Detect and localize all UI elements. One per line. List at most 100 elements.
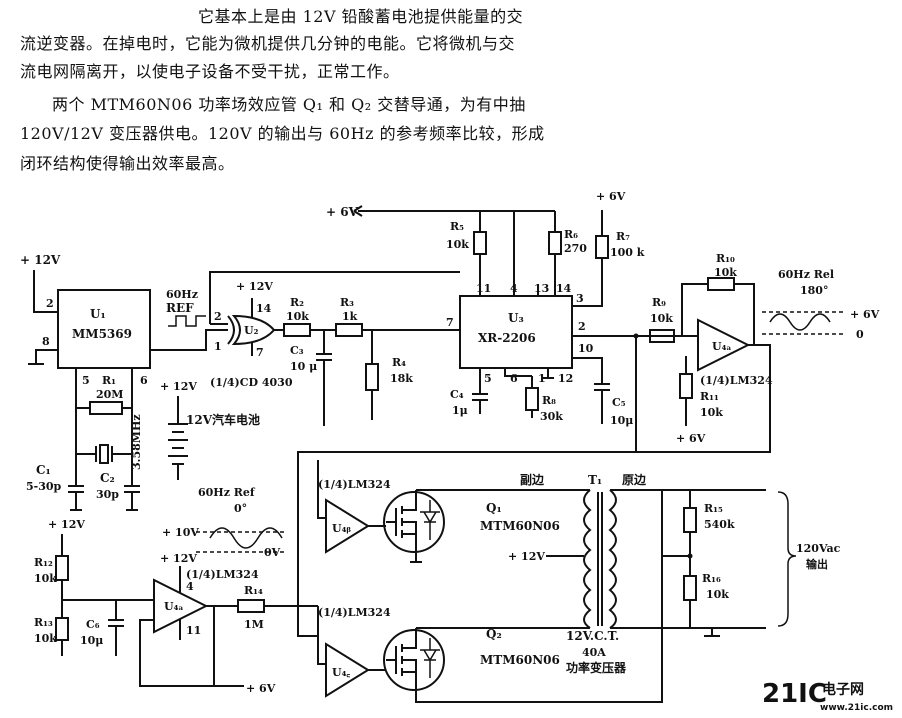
svg-text:6: 6 (140, 374, 148, 387)
svg-text:REF: REF (166, 301, 194, 315)
svg-text:2: 2 (46, 297, 54, 310)
svg-text:2: 2 (578, 320, 586, 333)
svg-text:原边: 原边 (622, 472, 647, 487)
u1-oscillator: + 12V U₁ MM5369 2 8 5 6 R₁ 20M 3.58MHz C… (20, 253, 151, 511)
output-divider: R₁₅ 540k R₁₆ 10k 120Vac 输出 (662, 490, 841, 637)
svg-text:21IC: 21IC (762, 679, 827, 709)
u4d-buffer: + 12V R₁₂ 10k R₁₃ 10k C₆ 10μ U₄ₐ + 12V 4… (34, 518, 318, 695)
svg-text:1μ: 1μ (452, 404, 468, 417)
svg-text:10μ: 10μ (80, 634, 103, 647)
svg-text:5: 5 (484, 372, 492, 385)
svg-text:+ 12V: + 12V (48, 518, 85, 531)
svg-text:30p: 30p (96, 488, 119, 501)
svg-text:40A: 40A (582, 646, 606, 659)
u2-xor-gate: 60Hz REF 2 1 U₂ + 12V 14 7 (1/4)CD 4030 (150, 271, 460, 389)
svg-text:R₅: R₅ (450, 220, 464, 233)
svg-text:R₁₂: R₁₂ (34, 556, 53, 569)
svg-text:180°: 180° (800, 284, 828, 297)
svg-text:60Hz Ref: 60Hz Ref (198, 486, 256, 499)
svg-text:11: 11 (476, 282, 491, 295)
para1-line1: 它基本上是由 12V 铅酸蓄电池提供能量的交 (198, 7, 524, 26)
filter-network: R₂ 10k R₃ 1k C₃ 10 μ R₄ 18k (274, 296, 460, 426)
supply-label: + 12V (20, 253, 61, 267)
svg-text:MTM60N06: MTM60N06 (480, 653, 560, 667)
svg-text:10: 10 (578, 342, 594, 355)
svg-text:1: 1 (538, 372, 546, 385)
svg-text:T₁: T₁ (588, 473, 602, 487)
svg-text:100 k: 100 k (610, 246, 645, 259)
svg-text:10k: 10k (706, 588, 729, 601)
para2-line1: 两个 MTM60N06 功率场效应管 Q₁ 和 Q₂ 交替导通，为有中抽 (52, 95, 526, 114)
u3-label: U₃ (508, 311, 524, 325)
svg-text:(1/4)LM324: (1/4)LM324 (318, 606, 391, 619)
svg-text:30k: 30k (540, 410, 563, 423)
u1-part: MM5369 (72, 327, 132, 341)
u3-part: XR-2206 (478, 331, 536, 345)
svg-text:功率变压器: 功率变压器 (566, 660, 627, 675)
svg-text:10 μ: 10 μ (290, 360, 317, 373)
r1-value: 20M (96, 388, 123, 401)
svg-text:R₈: R₈ (542, 394, 556, 407)
svg-text:C₅: C₅ (612, 396, 626, 409)
svg-text:(1/4)LM324: (1/4)LM324 (318, 478, 391, 491)
svg-text:C₃: C₃ (290, 344, 304, 357)
para2-line2: 120V/12V 变压器供电。120V 的输出与 60Hz 的参考频率比较，形成 (20, 124, 545, 143)
power-stage: (1/4)LM324 (1/4)LM324 U₄ᵦ U₄꜀ Q₁ MTM60N0… (297, 451, 770, 703)
svg-text:(1/4)LM324: (1/4)LM324 (700, 374, 773, 387)
svg-text:R₁₄: R₁₄ (244, 584, 263, 597)
svg-text:60Hz Rel: 60Hz Rel (778, 268, 834, 281)
svg-text:+ 6V: + 6V (676, 432, 706, 445)
svg-text:10k: 10k (286, 310, 309, 323)
battery-label: 12V汽车电池 (186, 412, 260, 427)
svg-text:+ 6V: + 6V (850, 308, 880, 321)
svg-text:0: 0 (856, 328, 864, 341)
svg-text:0°: 0° (234, 502, 247, 515)
svg-text:R₃: R₃ (340, 296, 354, 309)
watermark-logo: 21IC 电子网 www.21ic.com (762, 679, 893, 713)
svg-text:12: 12 (558, 372, 573, 385)
svg-text:C₆: C₆ (86, 618, 100, 631)
u4d-label: U₄ₐ (164, 600, 184, 613)
u3-function-generator: + 6V R₅ 10k R₆ 270 + 6V R₇ 100 k U₃ XR-2… (326, 190, 682, 427)
svg-text:R₁₃: R₁₃ (34, 616, 53, 629)
u2-label: U₂ (244, 324, 259, 337)
para1-line2: 流逆变器。在掉电时，它能为微机提供几分钟的电能。它将微机与交 (20, 34, 516, 53)
ref-sine: 60Hz Ref 0° + 10V 0V (162, 486, 284, 559)
u1-label: U₁ (90, 307, 106, 321)
svg-text:1: 1 (214, 340, 222, 353)
svg-text:R₆: R₆ (564, 228, 578, 241)
svg-text:C₁: C₁ (36, 463, 51, 477)
svg-text:10k: 10k (714, 266, 737, 279)
svg-text:3: 3 (576, 292, 584, 305)
battery-12v: + 12V 12V汽车电池 (160, 380, 260, 480)
svg-text:1M: 1M (244, 618, 264, 631)
svg-text:270: 270 (564, 242, 587, 255)
svg-text:+ 10V: + 10V (162, 526, 199, 539)
svg-text:R₄: R₄ (392, 356, 406, 369)
svg-text:+ 6V: + 6V (326, 205, 359, 219)
svg-text:14: 14 (256, 302, 272, 315)
svg-text:5: 5 (82, 374, 90, 387)
svg-text:10k: 10k (650, 312, 673, 325)
u4a-label: U₄ₐ (712, 340, 732, 353)
svg-text:5-30p: 5-30p (26, 480, 62, 493)
u2-part: (1/4)CD 4030 (210, 376, 293, 389)
svg-text:4: 4 (510, 282, 518, 295)
svg-text:C₂: C₂ (100, 471, 115, 485)
svg-text:R₁₁: R₁₁ (700, 390, 719, 403)
svg-text:R₂: R₂ (290, 296, 304, 309)
svg-text:10k: 10k (34, 632, 57, 645)
svg-text:11: 11 (186, 624, 201, 637)
svg-text:10k: 10k (700, 406, 723, 419)
svg-text:1k: 1k (342, 310, 358, 323)
svg-text:R₁₆: R₁₆ (702, 572, 721, 585)
svg-text:2: 2 (214, 310, 222, 323)
svg-text:R₁₅: R₁₅ (704, 502, 723, 515)
svg-text:+ 12V: + 12V (508, 550, 545, 563)
svg-text:60Hz: 60Hz (166, 288, 198, 301)
svg-text:R₉: R₉ (652, 296, 666, 309)
svg-text:10k: 10k (34, 572, 57, 585)
svg-text:10μ: 10μ (610, 414, 633, 427)
xtal-freq: 3.58MHz (130, 414, 143, 470)
